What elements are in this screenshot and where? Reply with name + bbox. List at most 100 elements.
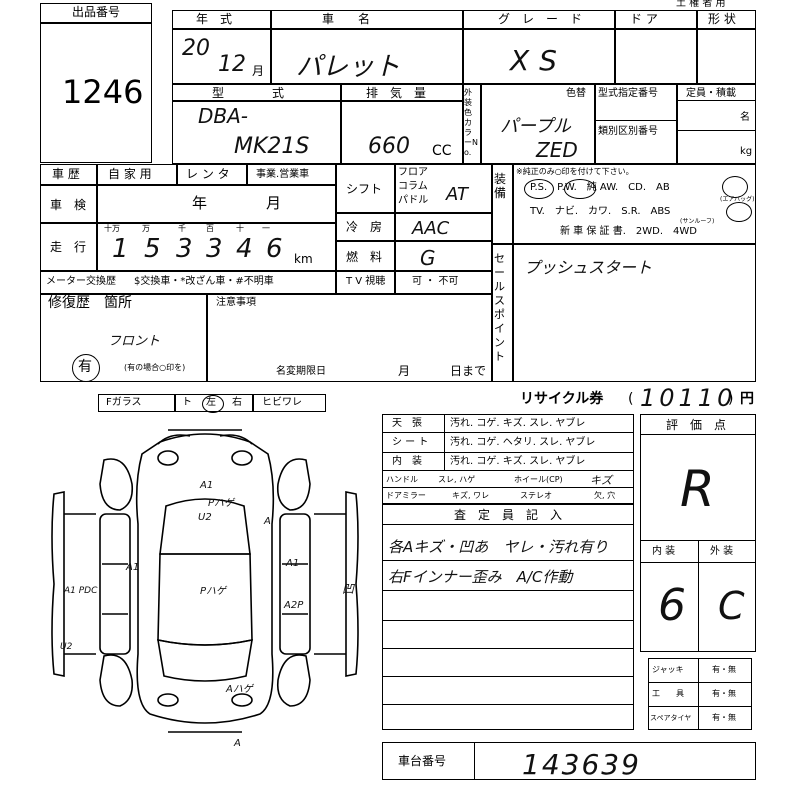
glass-item-crack: ヒビワレ [262, 397, 302, 408]
equipment-ab-note: (エアバッグ) [720, 196, 755, 203]
tools-row-value: 有・無 [712, 689, 736, 698]
diagram-mark: Pハゲ [200, 586, 227, 597]
model-value-code: MK21S [234, 134, 310, 159]
fuel-label: 燃 料 [346, 250, 383, 264]
history-private: 自 家 用 [108, 167, 152, 181]
diagram-mark: A1 [200, 480, 214, 491]
glass-item-right: 右 [232, 397, 242, 408]
mileage-unit-5: 一 [262, 224, 270, 233]
history-rental: レ ン タ [186, 167, 230, 181]
shift-option-column: コラム [398, 181, 428, 192]
wheel-label: ホイール(CP) [514, 475, 563, 484]
inspector-table [382, 504, 634, 730]
rating-exterior-label: 外 装 [710, 546, 734, 557]
history-business: 事業.営業車 [256, 169, 310, 180]
capacity-unit-persons: 名 [740, 112, 750, 123]
diagram-mark: A1 [286, 558, 300, 569]
repair-table [40, 294, 492, 382]
stereo-label: ステレオ [520, 491, 552, 500]
handle-label: ハンドル [386, 475, 418, 484]
car-diagram [51, 429, 359, 733]
mileage-unit-km: km [294, 252, 313, 266]
ac-label: 冷 房 [346, 220, 383, 234]
month-unit: 月 [252, 64, 265, 78]
name-change-day: 日まで [450, 364, 487, 378]
mileage-digit: 3 [206, 234, 223, 264]
month-value: 12 [218, 52, 246, 77]
car-name-label: 車 名 [322, 12, 371, 26]
mileage-digit: 3 [176, 234, 193, 264]
mileage-digit: 6 [266, 234, 283, 264]
recycle-close-paren: ) [728, 391, 734, 407]
tools-row-value: 有・無 [712, 713, 736, 722]
inspection-month: 月 [266, 194, 282, 212]
inspector-line1: 各Aキズ・凹あ ヤレ・汚れ有り [388, 538, 609, 556]
diagram-side-mark: A1 PDC [64, 586, 98, 596]
year-value: 20 [182, 36, 210, 61]
equipment-note: ※純正のみ○印を付けて下さい。 [516, 167, 634, 176]
name-change-month: 月 [398, 364, 411, 378]
diagram-mark: A2P [284, 600, 304, 611]
inspection-label: 車 検 [50, 198, 87, 212]
equipment-label: 装 備 [494, 172, 507, 200]
rating-interior-label: 内 装 [652, 546, 676, 557]
color-change-label: 色替 [566, 88, 586, 99]
model-label: 型 式 [212, 86, 285, 100]
shape-label: 形 状 [708, 12, 736, 26]
type-designation-label: 型式指定番号 [598, 88, 658, 99]
diagram-mark: A [264, 516, 271, 527]
repair-circle [72, 354, 100, 382]
equipment-line2: TV. ナビ. カワ. S.R. ABS [530, 206, 671, 217]
mileage-unit-1: 万 [142, 224, 150, 233]
history-label: 車 歴 [52, 167, 80, 181]
tools-row-label: 工 具 [652, 689, 684, 698]
lot-box [40, 3, 152, 163]
color-value: パープル [500, 116, 571, 137]
handle-options: スレ, ハゲ [438, 475, 476, 484]
glass-circle-left [202, 395, 224, 413]
mileage-unit-4: 十 [236, 224, 244, 233]
equipment-circle-ab [722, 176, 748, 198]
tools-row-label: ジャッキ [652, 665, 684, 674]
diagram-front-mark: Aハゲ [226, 684, 253, 695]
lot-number: 1246 [62, 73, 144, 111]
year-label: 年 式 [196, 12, 233, 26]
recycle-unit: 円 [740, 391, 754, 407]
rating-interior-value: 6 [658, 580, 686, 631]
interior-row-options: 汚れ. コゲ. キズ. スレ. ヤブレ [450, 456, 586, 467]
model-value-prefix: DBA- [198, 104, 249, 128]
tv-label: T V 視聴 [346, 276, 386, 287]
diagram-mark: U2 [198, 512, 212, 523]
diagram-side-mark: U2 [60, 642, 73, 652]
mileage-unit-2: 千 [178, 224, 186, 233]
equipment-circle-pw [564, 179, 596, 199]
diagram-mark: A [234, 738, 241, 749]
repair-circle-mark: 有 [78, 359, 92, 375]
shift-option-paddle: パドル [398, 195, 429, 206]
sales-point-label: セールスポイント [494, 252, 505, 363]
door-label: ド ア [630, 12, 658, 26]
notes-label: 注意事項 [216, 297, 256, 308]
shift-value: AT [446, 184, 468, 205]
car-name-value: パレット [296, 52, 401, 82]
sales-point-table [492, 244, 756, 382]
interior-row-label: 天 張 [392, 418, 422, 429]
mirror-options: キズ, ワレ [452, 491, 490, 500]
grade-label: グ レ ー ド [498, 12, 583, 26]
model-table [172, 84, 756, 164]
diagram-side-mark: 凹 [342, 582, 355, 596]
interior-table [382, 414, 634, 504]
diagram-mark: Pハゲ [208, 498, 235, 509]
equipment-circle-ps [524, 179, 554, 199]
repair-value: フロント [108, 334, 161, 349]
mileage-label: 走 行 [50, 240, 87, 254]
drive-table [336, 164, 492, 294]
repair-label: 修復歴 箇所 [48, 295, 132, 311]
recycle-amount: 10110 [640, 384, 737, 412]
rating-exterior-value: C [718, 584, 745, 628]
shift-option-floor: フロア [398, 167, 428, 178]
capacity-unit-kg: kg [740, 146, 753, 157]
inspection-year: 年 [192, 194, 208, 212]
equipment-line1: P.S. P.W. 純 AW. CD. AB [530, 182, 670, 193]
color-code: ZED [536, 138, 578, 162]
